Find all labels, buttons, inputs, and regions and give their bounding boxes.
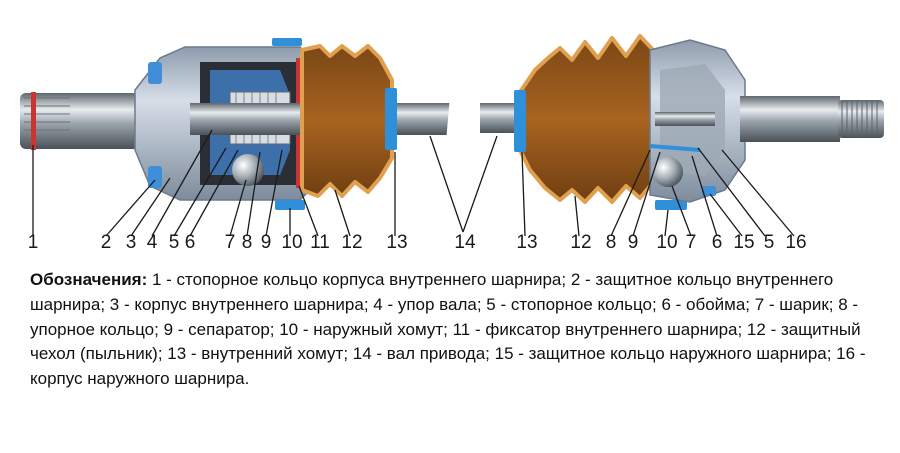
callout-number: 10 — [656, 232, 678, 253]
callout-number: 7 — [224, 232, 236, 253]
inner-boot-outer-clamp — [275, 200, 305, 210]
callout-number: 1 — [27, 232, 39, 253]
callout-number: 5 — [168, 232, 180, 253]
outer-joint-housing — [649, 39, 746, 203]
legend-text: 1 - стопорное кольцо корпуса внутреннего… — [30, 270, 866, 389]
legend-caption: Обозначения: 1 - стопорное кольцо корпус… — [30, 268, 878, 392]
callout-number: 4 — [146, 232, 158, 253]
shaft-break — [446, 96, 484, 142]
outer-ball-icon — [653, 157, 683, 187]
callout-number: 13 — [386, 232, 408, 253]
callout-number: 6 — [184, 232, 196, 253]
callout-number: 9 — [627, 232, 639, 253]
callout-number: 13 — [516, 232, 538, 253]
callout-number: 15 — [733, 232, 755, 253]
callout-number: 12 — [341, 232, 363, 253]
callout-number: 7 — [685, 232, 697, 253]
outer-joint-protective-ring — [702, 186, 716, 196]
inner-joint-stub-shaft — [20, 92, 140, 150]
callout-number: 5 — [763, 232, 775, 253]
callout-numbers: 1 2 3 4 5 6 7 8 9 10 11 12 13 14 13 12 8… — [0, 232, 900, 262]
callout-number: 11 — [310, 232, 330, 253]
callout-number: 6 — [711, 232, 723, 253]
outer-boot-outer-clamp — [655, 200, 687, 210]
outer-joint-stub-shaft — [740, 96, 884, 142]
outer-boot-inner-clamp — [514, 90, 526, 152]
inner-boot-inner-clamp — [385, 88, 397, 150]
callout-number: 10 — [281, 232, 303, 253]
callout-number: 12 — [570, 232, 592, 253]
inner-boot — [272, 38, 397, 210]
callout-number: 2 — [100, 232, 112, 253]
leader-lines — [32, 129, 795, 237]
callout-number: 8 — [605, 232, 617, 253]
callout-number: 16 — [785, 232, 807, 253]
callout-number: 14 — [454, 232, 476, 253]
callout-number: 8 — [241, 232, 253, 253]
housing-retaining-ring — [31, 92, 36, 150]
outer-boot — [514, 34, 687, 210]
cv-joint-drive-shaft-diagram — [20, 34, 884, 237]
callout-number: 3 — [125, 232, 137, 253]
callout-number: 9 — [260, 232, 272, 253]
inner-joint-protective-ring — [148, 62, 162, 84]
legend-label: Обозначения: — [30, 270, 148, 289]
